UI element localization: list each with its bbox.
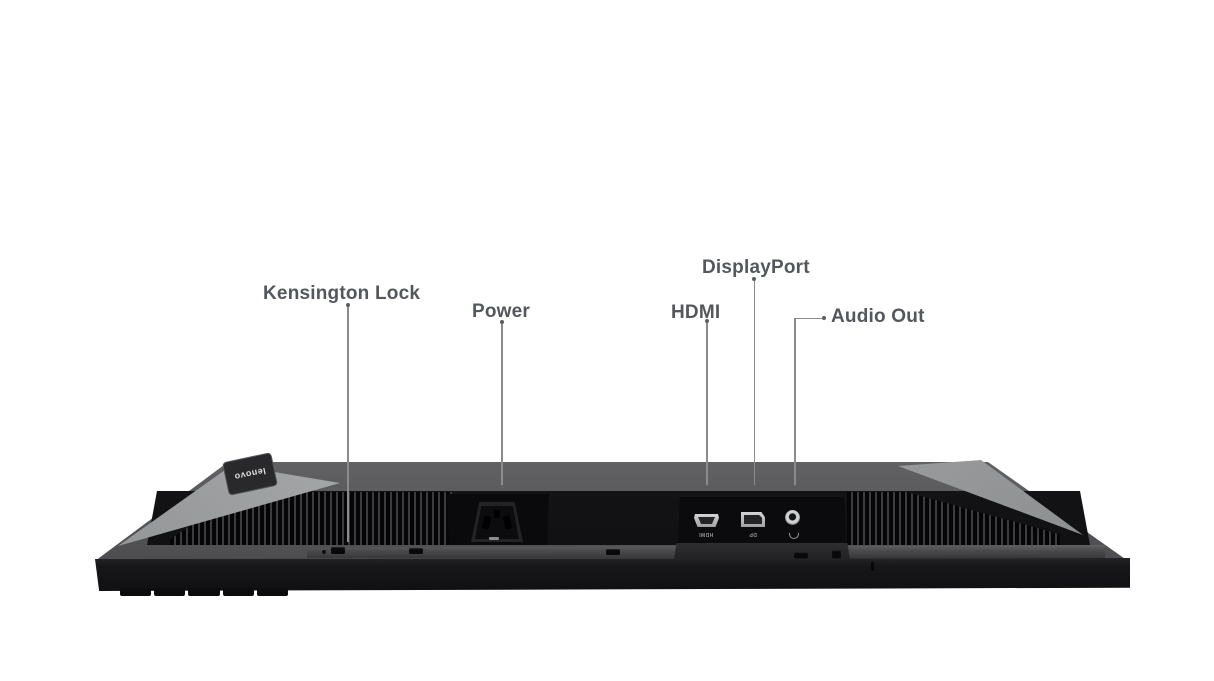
- displayport-port-slot: [744, 515, 762, 524]
- osd-button-row: [120, 588, 289, 596]
- power-inlet-port: [471, 502, 523, 542]
- kensington-lock-slot: [331, 547, 345, 554]
- hdmi-leader-start-dot: [704, 319, 709, 323]
- power-pin-hole-right: [502, 515, 513, 530]
- kensington-lock-label: Kensington Lock: [263, 283, 421, 304]
- osd-button: [256, 588, 289, 596]
- power-pin-hole-center: [494, 510, 500, 518]
- power-pin-hole-left: [481, 515, 492, 530]
- kensington-leader-line: [347, 306, 349, 542]
- osd-button: [120, 588, 152, 596]
- monitor-front-edge: [95, 558, 1130, 591]
- displayport-leader-end-dot: [752, 485, 756, 488]
- hdmi-port-marking: HDMI: [698, 531, 714, 537]
- displayport-port: [741, 512, 765, 527]
- power-inlet-socket: [475, 506, 519, 539]
- osd-button: [222, 588, 254, 596]
- hdmi-port: [694, 514, 719, 527]
- stand-mount-slot-2: [832, 550, 841, 561]
- mounting-slot-left: [409, 548, 423, 554]
- displayport-leader-start-dot: [752, 276, 756, 281]
- power-port-marking: [489, 537, 499, 540]
- displayport-leader-line: [753, 279, 755, 487]
- hdmi-leader-line: [706, 322, 708, 487]
- hdmi-label: HDMI: [671, 302, 721, 323]
- audio-leader-start-dot: [822, 316, 826, 320]
- displayport-port-marking: DP: [749, 531, 757, 537]
- power-leader-start-dot: [499, 320, 504, 324]
- monitor-rear-view: HDMI DP lenovo: [95, 452, 1130, 615]
- screw-hole: [322, 550, 326, 554]
- osd-button: [154, 588, 186, 596]
- audio-out-label: Audio Out: [831, 306, 925, 327]
- cable-notch: [871, 562, 874, 571]
- mounting-slot-center: [606, 549, 620, 555]
- displayport-label: DisplayPort: [702, 257, 810, 278]
- audio-leader-end-dot: [793, 485, 797, 488]
- audio-out-port: [785, 510, 800, 525]
- power-leader-line: [501, 323, 503, 488]
- stand-mount-slot-1: [794, 552, 808, 559]
- kensington-leader-start-dot: [345, 303, 350, 307]
- audio-leader-line-horizontal: [794, 317, 824, 319]
- power-label: Power: [472, 301, 531, 322]
- audio-leader-line-vertical: [794, 318, 796, 487]
- hdmi-leader-end-dot: [705, 485, 708, 488]
- power-leader-end-dot: [500, 485, 503, 488]
- osd-button: [188, 588, 220, 596]
- lenovo-logo: lenovo: [233, 465, 267, 483]
- hdmi-port-slot: [698, 517, 715, 524]
